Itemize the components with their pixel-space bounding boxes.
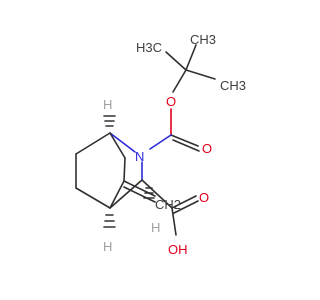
hydroxyl-label: OH bbox=[168, 242, 188, 257]
bond bbox=[75, 187, 111, 209]
methylene-label: CH2 bbox=[155, 197, 181, 212]
bond bbox=[109, 132, 136, 153]
bond bbox=[149, 134, 172, 150]
methyl-top-label: CH3 bbox=[190, 32, 216, 47]
bond bbox=[172, 139, 200, 152]
bond bbox=[173, 200, 199, 214]
bond bbox=[75, 132, 111, 155]
bond bbox=[109, 179, 143, 209]
atom-labels: CH3 H3C CH3 O O N H H H CH2 O OH bbox=[103, 32, 246, 257]
hydrogen-center-label: H bbox=[151, 220, 160, 235]
bond bbox=[123, 186, 156, 203]
nitrogen-label: N bbox=[135, 149, 144, 164]
acid-oxygen-label: O bbox=[199, 190, 209, 205]
bond bbox=[185, 69, 216, 80]
carbonyl-oxygen-label: O bbox=[202, 141, 212, 156]
bond bbox=[185, 44, 197, 71]
stereo-hashes bbox=[103, 115, 155, 228]
bond bbox=[123, 157, 126, 182]
bond bbox=[141, 179, 173, 209]
methyl-left-label: H3C bbox=[136, 40, 162, 55]
bond bbox=[170, 134, 199, 147]
bond bbox=[171, 195, 197, 209]
hydrogen-bottom-label: H bbox=[103, 239, 112, 254]
bond bbox=[172, 69, 187, 93]
ester-oxygen-label: O bbox=[166, 94, 176, 109]
hydrogen-top-label: H bbox=[103, 97, 112, 112]
methyl-right-label: CH3 bbox=[220, 78, 246, 93]
bond bbox=[109, 180, 125, 209]
bond bbox=[171, 207, 177, 236]
bond-layer bbox=[75, 44, 216, 236]
bond bbox=[109, 132, 126, 159]
bond bbox=[165, 51, 187, 71]
structure-diagram: CH3 H3C CH3 O O N H H H CH2 O OH bbox=[75, 32, 246, 257]
